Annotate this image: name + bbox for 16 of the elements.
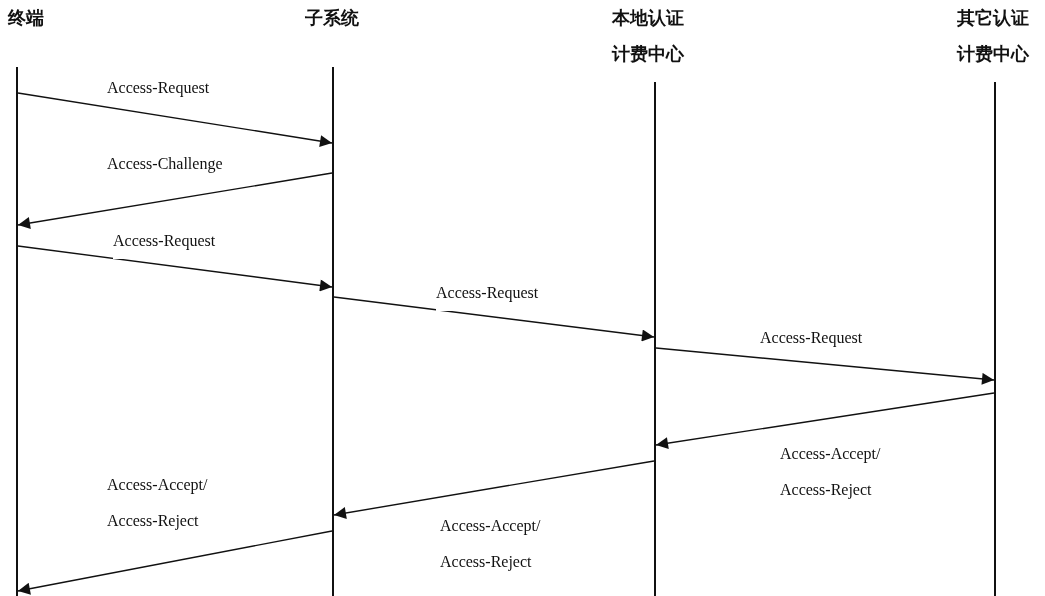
- arrow: [17, 92, 333, 148]
- participant-label: 本地认证计费中心: [612, 0, 690, 72]
- participant-label: 子系统: [305, 0, 383, 36]
- arrow: [333, 296, 655, 342]
- arrow: [17, 245, 333, 292]
- arrow: [17, 172, 333, 229]
- arrow: [17, 530, 333, 595]
- participant-label: 其它认证计费中心: [957, 0, 1035, 72]
- lifeline: [654, 82, 656, 596]
- arrow: [333, 460, 655, 519]
- arrow: [655, 392, 995, 450]
- lifeline: [16, 67, 18, 596]
- participant-label: 终端: [8, 0, 86, 36]
- arrow: [655, 347, 995, 385]
- lifeline: [994, 82, 996, 596]
- lifeline: [332, 67, 334, 596]
